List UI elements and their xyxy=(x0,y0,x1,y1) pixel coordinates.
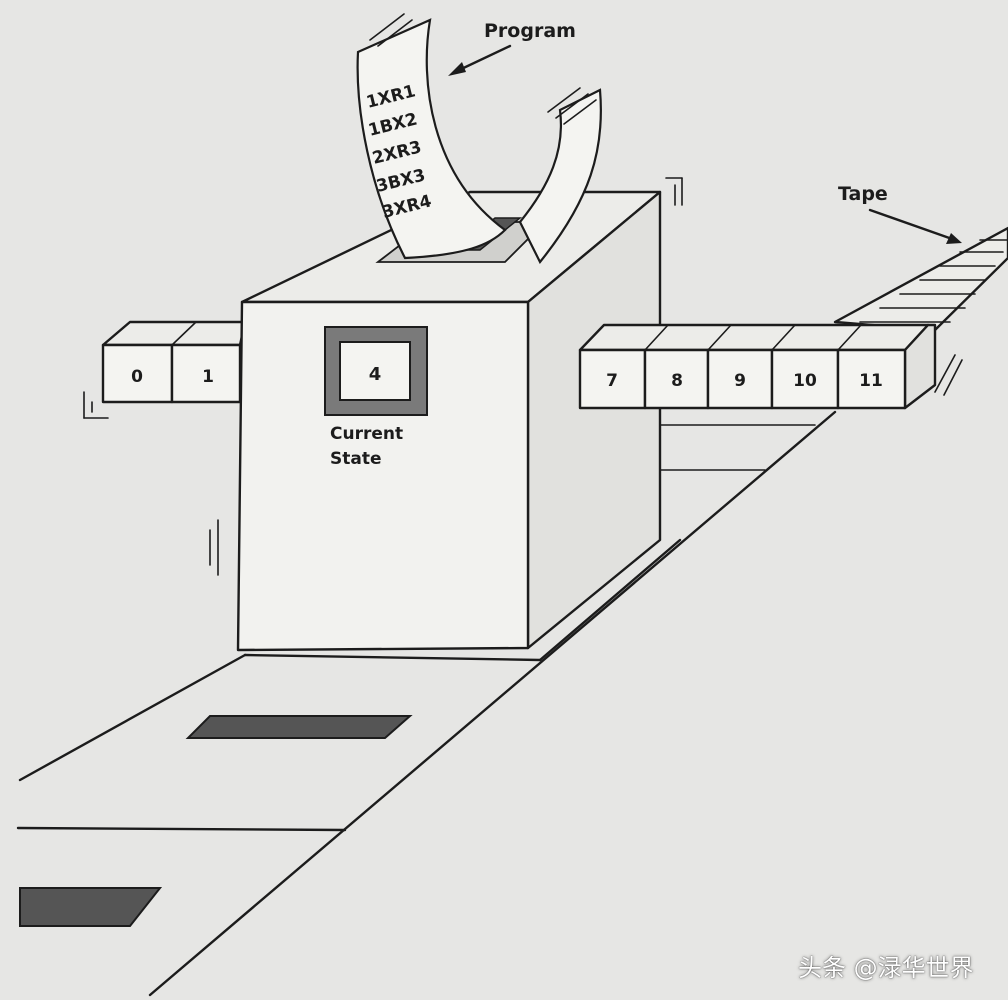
program-strip-front xyxy=(356,18,507,260)
motion-mark-5 xyxy=(563,99,597,125)
machine-box: 4 Current State xyxy=(236,190,662,652)
motion-marks xyxy=(83,13,963,576)
watermark: 头条 @渌华世界 xyxy=(798,954,974,982)
state-value: 4 xyxy=(369,364,382,385)
tape-left-top xyxy=(101,320,247,347)
track-slot-1 xyxy=(185,715,413,739)
tape-arrow-head xyxy=(946,233,962,244)
motion-mark-15 xyxy=(943,359,963,396)
program-label: Program xyxy=(484,20,576,42)
tape-right-top-div-1 xyxy=(644,324,669,351)
tape-cell-8 xyxy=(643,348,710,410)
program-strip: 1XR1 1BX2 2XR3 3BX3 3XR4 xyxy=(356,18,602,265)
tape-right-top-div-3 xyxy=(771,324,796,351)
tape-far-segment xyxy=(833,226,1008,332)
program-strip-back xyxy=(518,88,602,265)
tape-right-top-div-2 xyxy=(707,324,732,351)
current-state-label-line1: Current xyxy=(330,424,403,444)
current-state-label-line2: State xyxy=(330,449,382,469)
track xyxy=(16,409,837,997)
track-rail-mid xyxy=(243,653,542,662)
track-slot-2 xyxy=(19,887,163,927)
tape-right-top-div-4 xyxy=(837,324,862,351)
tape-cell-7 xyxy=(578,348,647,410)
tape-cell-9 xyxy=(706,348,774,410)
tape-callout: Tape xyxy=(838,183,962,244)
state-window xyxy=(339,341,411,401)
tape-label: Tape xyxy=(838,183,888,205)
tape-right-segment: 7 8 9 10 11 xyxy=(578,323,937,410)
program-arrow-head xyxy=(448,62,466,76)
tape-cell-1-label: 1 xyxy=(202,367,214,387)
tape-cell-11-label: 11 xyxy=(859,371,883,391)
tape-cell-8-label: 8 xyxy=(671,371,683,391)
tape-cell-10-label: 10 xyxy=(793,371,817,391)
tape-far-top xyxy=(833,226,1008,332)
tape-cell-1 xyxy=(170,343,242,404)
tape-left-segment: 0 1 xyxy=(101,320,247,404)
track-crossbar xyxy=(16,826,347,832)
program-callout: Program xyxy=(448,20,576,76)
track-rail-right xyxy=(148,410,837,997)
tape-cell-10 xyxy=(770,348,840,410)
tape-arrow-line xyxy=(868,208,957,242)
tape-cell-0-label: 0 xyxy=(131,367,143,387)
motion-mark-1 xyxy=(369,13,405,41)
track-rail-under xyxy=(538,538,682,662)
track-rail-left xyxy=(18,653,247,782)
tape-cell-9-label: 9 xyxy=(734,371,746,391)
tape-cell-11 xyxy=(836,348,907,410)
machine-front xyxy=(236,300,530,652)
motion-mark-2 xyxy=(377,19,413,47)
motion-mark-4 xyxy=(555,93,589,119)
motion-mark-14 xyxy=(934,354,956,393)
tape-right-top xyxy=(578,323,930,352)
tape-left-top-div xyxy=(171,321,197,346)
motion-mark-3 xyxy=(547,87,581,113)
tape-cell-7-label: 7 xyxy=(606,371,618,391)
